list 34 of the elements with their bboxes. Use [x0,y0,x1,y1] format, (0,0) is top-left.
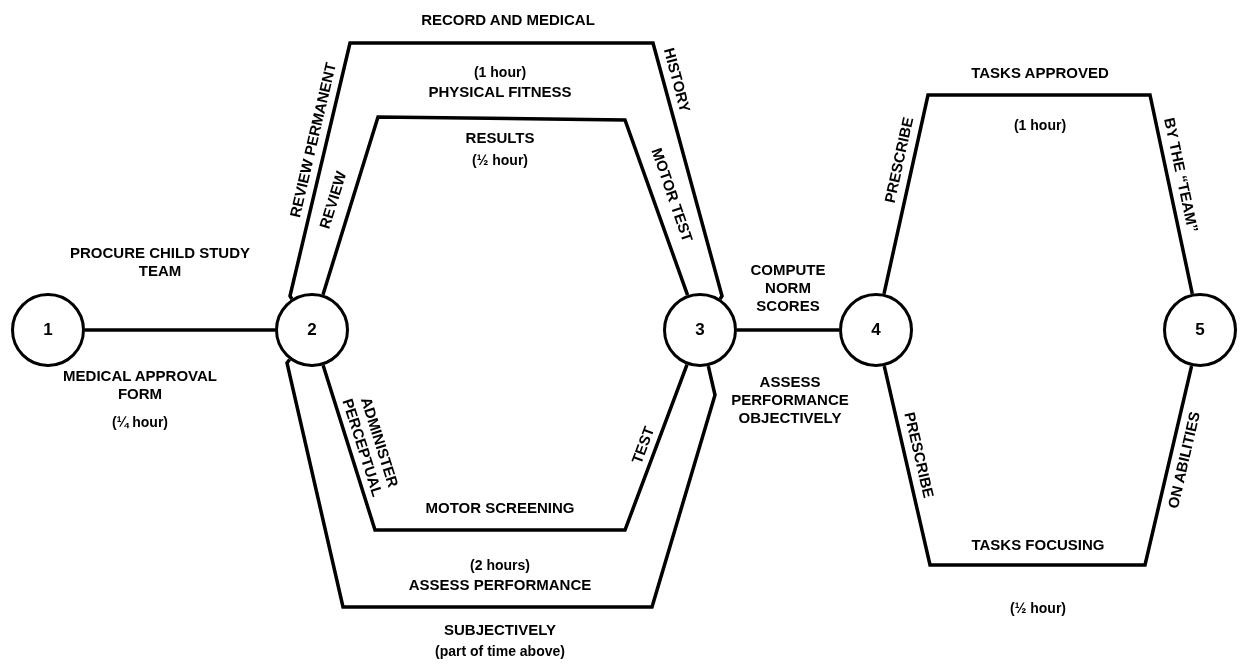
connector-line [321,115,690,296]
duration-label: (¼ hour) [112,413,168,431]
duration-label: (½ hour) [1010,599,1066,617]
event-number: 5 [1195,320,1205,340]
activity-label: COMPUTE NORM SCORES [749,261,827,315]
activity-label: SUBJECTIVELY [444,621,556,639]
connector-line [285,359,717,609]
connector-line [321,364,689,532]
duration-label: (1 hour) [473,63,527,81]
activity-label: PROCURE CHILD STUDY TEAM [69,244,251,280]
connector-line [737,328,839,332]
activity-label: RESULTS [465,129,535,147]
duration-label: (½ hour) [472,151,528,169]
event-number: 3 [695,320,705,340]
connector-line [882,93,1194,295]
activity-label: MOTOR SCREENING [425,499,575,517]
duration-label: (2 hours) [470,556,530,574]
duration-label: (part of time above) [435,642,565,660]
activity-label: BY THE “TEAM” [1160,116,1202,234]
activity-label: ASSESS PERFORMANCE OBJECTIVELY [730,373,850,427]
activity-label: TEST [627,423,659,467]
connector-line [882,365,1194,567]
activity-label: TASKS APPROVED [971,64,1109,82]
connector-line [288,41,724,300]
activity-label: PHYSICAL FITNESS [428,83,572,101]
event-number: 4 [871,320,881,340]
event-number: 2 [307,320,317,340]
duration-label: (1 hour) [1013,116,1067,134]
event-number: 1 [43,320,53,340]
connector-line [85,328,275,332]
activity-label: RECORD AND MEDICAL [421,11,595,29]
activity-label: MEDICAL APPROVAL FORM [62,367,218,403]
activity-label: TASKS FOCUSING [971,536,1105,554]
activity-label: ASSESS PERFORMANCE [408,576,592,594]
